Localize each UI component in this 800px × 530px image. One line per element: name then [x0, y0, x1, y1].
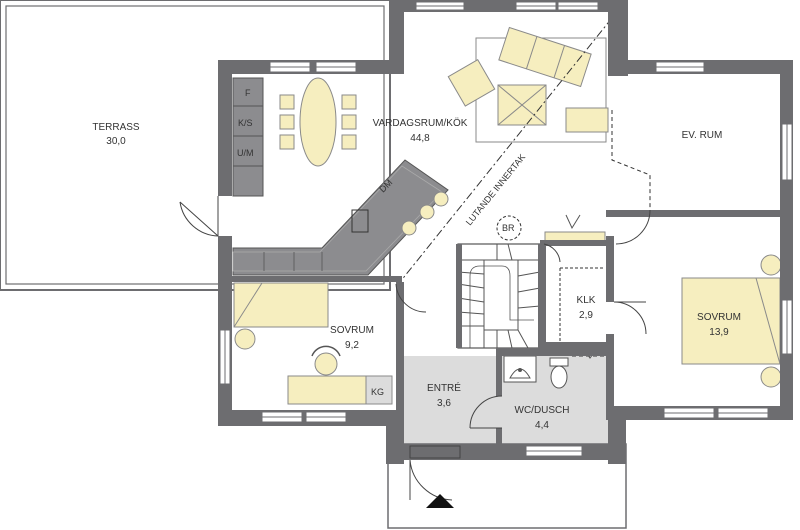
bar-stools	[401, 191, 449, 236]
entrance-arrow-icon	[426, 494, 454, 508]
living-kitchen-name: VARDAGSRUM/KÖK	[373, 117, 468, 129]
wc-shower-name: WC/DUSCH	[515, 405, 570, 416]
living-room-furniture	[447, 26, 609, 143]
terrace-area: 30,0	[106, 136, 126, 147]
bedroom-large-name: SOVRUM	[697, 312, 741, 323]
closet-area: 2,9	[579, 310, 593, 321]
sloping-ceiling-label: LUTANDE INNERTAK	[464, 152, 527, 227]
terrace	[0, 0, 391, 291]
closet-shelves	[544, 214, 606, 350]
bathroom-fixtures	[503, 349, 609, 394]
living-kitchen-area: 44,8	[410, 133, 430, 144]
kitchen-counter	[232, 77, 449, 276]
appliance-fridge-label: F	[245, 88, 251, 98]
optional-partition-line	[611, 110, 651, 210]
windows	[219, 1, 793, 457]
staircase	[457, 243, 541, 349]
wc-shower-area: 4,4	[535, 420, 549, 431]
doors	[179, 196, 651, 501]
dining-table	[279, 77, 357, 167]
bedroom-small-area: 9,2	[345, 340, 359, 351]
bedroom-large-area: 13,9	[709, 327, 729, 338]
terrace-name: TERRASS	[92, 122, 140, 133]
appliance-cold-closet-label: KG	[371, 387, 384, 397]
appliance-fridge-freezer-label: K/S	[238, 118, 253, 128]
appliance-dishwasher-label: U/M	[237, 148, 254, 158]
fireplace-label: BR	[502, 223, 515, 233]
fireplace-icon	[496, 215, 522, 241]
bedroom-small-name: SOVRUM	[330, 325, 374, 336]
single-bed	[233, 282, 393, 405]
extra-room-name: EV. RUM	[682, 130, 723, 141]
closet-name: KLK	[577, 295, 596, 306]
entrance-area: 3,6	[437, 398, 451, 409]
entrance-name: ENTRÉ	[427, 381, 461, 394]
